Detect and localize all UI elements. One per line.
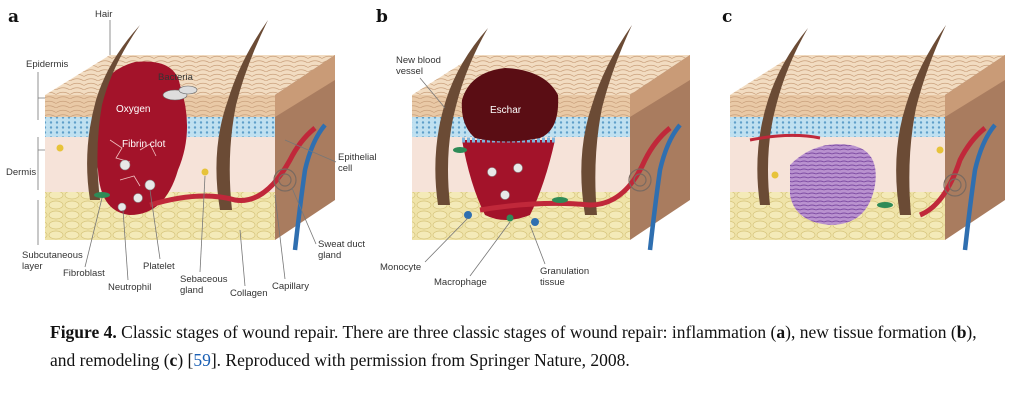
label-neutrophil: Neutrophil <box>108 282 151 293</box>
label-collagen: Collagen <box>230 288 268 299</box>
caption-a: a <box>776 322 786 342</box>
label-capillary: Capillary <box>272 281 309 292</box>
hair-icon <box>216 20 268 210</box>
figure-caption: Figure 4. Classic stages of wound repair… <box>50 318 980 374</box>
label-macrophage: Macrophage <box>434 277 487 288</box>
caption-text: Classic stages of wound repair. There ar… <box>116 322 777 342</box>
caption-text: ) [ <box>177 350 194 370</box>
label-epithelial-cell: cell <box>338 163 352 174</box>
label-hair: Hair <box>95 9 112 20</box>
label-eschar: Eschar <box>490 105 522 116</box>
label-bacteria: Bacteria <box>158 72 194 83</box>
panel-c: c <box>722 7 1005 251</box>
label-platelet: Platelet <box>143 261 175 272</box>
label-granulation: Granulation <box>540 266 589 277</box>
panel-b: b New blood vessel Eschar <box>376 7 690 288</box>
panel-letter-b: b <box>376 7 388 27</box>
epithelial-cell-icon <box>56 144 64 152</box>
caption-text: ), and remodeling ( <box>50 322 977 370</box>
caption-c: c <box>169 350 178 370</box>
fibroblast-icon <box>94 192 110 198</box>
label-sweat-duct: Sweat duct <box>318 239 365 250</box>
monocyte-icon <box>506 214 514 222</box>
label-granulation-tissue: tissue <box>540 277 565 288</box>
wound-repair-figure: a <box>6 7 1005 299</box>
label-epidermis: Epidermis <box>26 59 68 70</box>
caption-text: ]. Reproduced with permission from Sprin… <box>210 350 630 370</box>
panel-letter-c: c <box>722 7 732 27</box>
caption-b: b <box>956 322 967 342</box>
label-dermis: Dermis <box>6 167 36 178</box>
granulation-tissue <box>462 140 555 220</box>
label-oxygen: Oxygen <box>116 104 150 115</box>
label-subcutaneous: Subcutaneous <box>22 250 83 261</box>
label-epithelial: Epithelial <box>338 152 377 163</box>
label-new-blood-vessel: vessel <box>396 66 423 77</box>
hair-icon <box>87 25 140 200</box>
sweat-gland-icon <box>273 168 297 192</box>
eschar <box>461 68 559 142</box>
caption-text: ), new tissue formation ( <box>785 322 957 342</box>
label-subcutaneous-layer: layer <box>22 261 43 272</box>
label-fibrin-clot: Fibrin clot <box>122 139 166 150</box>
label-new-blood: New blood <box>396 55 441 66</box>
vein-vessel <box>292 123 327 251</box>
label-sweat-duct-gland: gland <box>318 250 341 261</box>
reference-link[interactable]: 59 <box>193 350 211 370</box>
label-sebaceous-gland: gland <box>180 285 203 296</box>
label-monocyte: Monocyte <box>380 262 421 273</box>
macrophage-icon <box>464 211 472 219</box>
wound-clot <box>94 61 188 215</box>
caption-label: Figure 4. <box>50 322 117 342</box>
panel-letter-a: a <box>8 7 19 27</box>
label-sebaceous: Sebaceous <box>180 274 228 285</box>
label-fibroblast: Fibroblast <box>63 268 105 279</box>
panel-a: a <box>6 7 377 299</box>
capillary-vessel <box>149 126 317 208</box>
